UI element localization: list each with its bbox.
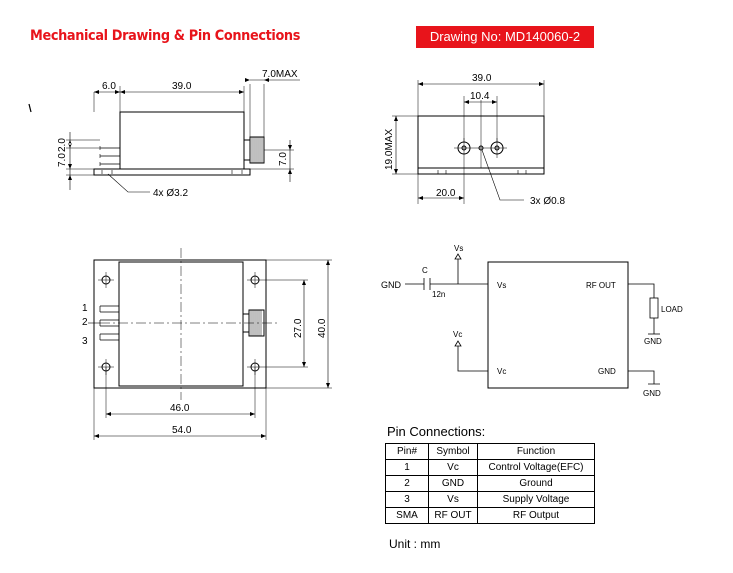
top-view: 1 2 3 46.0 54.0 27.0 40.0 (82, 248, 332, 440)
end-view: 39.0 10.4 19.0MAX 20.0 3x Ø0.8 (384, 73, 565, 207)
top-view-pin-3: 3 (82, 336, 88, 347)
dim-side-connector-height: 7.0 (278, 152, 289, 166)
top-view-pin-1: 1 (82, 303, 88, 314)
schematic-vs-pin: Vs (497, 281, 506, 290)
schematic-module-box (487, 261, 629, 389)
cell-symbol: Vc (428, 459, 478, 476)
top-view-base-plate (93, 259, 267, 389)
pin-connections-title: Pin Connections: (387, 424, 486, 439)
schematic-load-label: LOAD (661, 305, 683, 314)
schematic-capacitor-value: 12n (432, 290, 445, 299)
schematic-vc-pin: Vc (497, 367, 506, 376)
schematic-bottom-gnd: GND (643, 389, 661, 398)
col-symbol: Symbol (428, 443, 478, 460)
dim-end-offset: 20.0 (436, 188, 456, 199)
table-header-row: Pin# Symbol Function (385, 443, 595, 460)
side-view-holes-label: 4x Ø3.2 (153, 188, 188, 199)
side-view-connector-base (243, 139, 251, 161)
cell-function: Ground (477, 475, 595, 492)
dim-top-width: 40.0 (317, 318, 328, 338)
stray-mark (28, 103, 32, 113)
cell-pin: SMA (385, 507, 429, 524)
schematic-vs-supply: Vs (454, 244, 463, 253)
dim-end-height: 19.0MAX (384, 129, 395, 170)
table-row: SMA RF OUT RF Output (385, 507, 595, 524)
col-function: Function (477, 443, 595, 460)
cell-symbol: Vs (428, 491, 478, 508)
dim-side-base: 2.0 (57, 138, 68, 152)
table-row: 1 Vc Control Voltage(EFC) (385, 459, 595, 476)
col-pin: Pin# (385, 443, 429, 460)
dim-top-inner: 46.0 (170, 403, 190, 414)
dim-side-connector: 7.0MAX (262, 69, 298, 80)
schematic-vc-supply: Vc (453, 330, 462, 339)
dim-side-flange: 6.0 (102, 81, 116, 92)
table-row: 3 Vs Supply Voltage (385, 491, 595, 508)
side-view-body (119, 111, 245, 170)
cell-function: RF Output (477, 507, 595, 524)
schematic-gnd-pin: GND (598, 367, 616, 376)
cell-symbol: RF OUT (428, 507, 478, 524)
end-view-base-plate (417, 167, 545, 175)
pin-connections-table: Pin# Symbol Function 1 Vc Control Voltag… (385, 443, 595, 524)
unit-label: Unit : mm (389, 537, 441, 551)
schematic-load-resistor (649, 297, 659, 319)
cell-pin: 2 (385, 475, 429, 492)
dim-side-pin-height: 7.0 (57, 153, 68, 167)
cell-pin: 3 (385, 491, 429, 508)
schematic-gnd-input: GND (381, 280, 402, 290)
cell-pin: 1 (385, 459, 429, 476)
cell-symbol: GND (428, 475, 478, 492)
dim-end-length: 39.0 (472, 73, 492, 84)
table-row: 2 GND Ground (385, 475, 595, 492)
mounting-holes (98, 272, 263, 375)
drawing-number-badge: Drawing No: MD140060-2 (416, 26, 594, 48)
dim-top-hole-spacing: 27.0 (293, 318, 304, 338)
side-view: 6.0 39.0 7.0MAX 2.0 7.0 7.0 4x Ø3.2 (57, 69, 300, 199)
top-view-sma-connector (248, 309, 265, 337)
page-title: Mechanical Drawing & Pin Connections (30, 28, 301, 44)
dim-end-spacing: 10.4 (470, 91, 490, 102)
side-view-base-plate (93, 168, 251, 176)
dim-top-outer: 54.0 (172, 425, 192, 436)
schematic: Vs GND C 12n Vs RF OUT LOAD GND Vc Vc GN… (381, 244, 683, 398)
cell-function: Supply Voltage (477, 491, 595, 508)
schematic-capacitor-label: C (422, 266, 428, 275)
dim-side-length: 39.0 (172, 81, 192, 92)
top-view-pin-2: 2 (82, 317, 88, 328)
schematic-load-gnd: GND (644, 337, 662, 346)
schematic-rf-out-pin: RF OUT (586, 281, 616, 290)
cell-function: Control Voltage(EFC) (477, 459, 595, 476)
end-view-pins-label: 3x Ø0.8 (530, 196, 565, 207)
